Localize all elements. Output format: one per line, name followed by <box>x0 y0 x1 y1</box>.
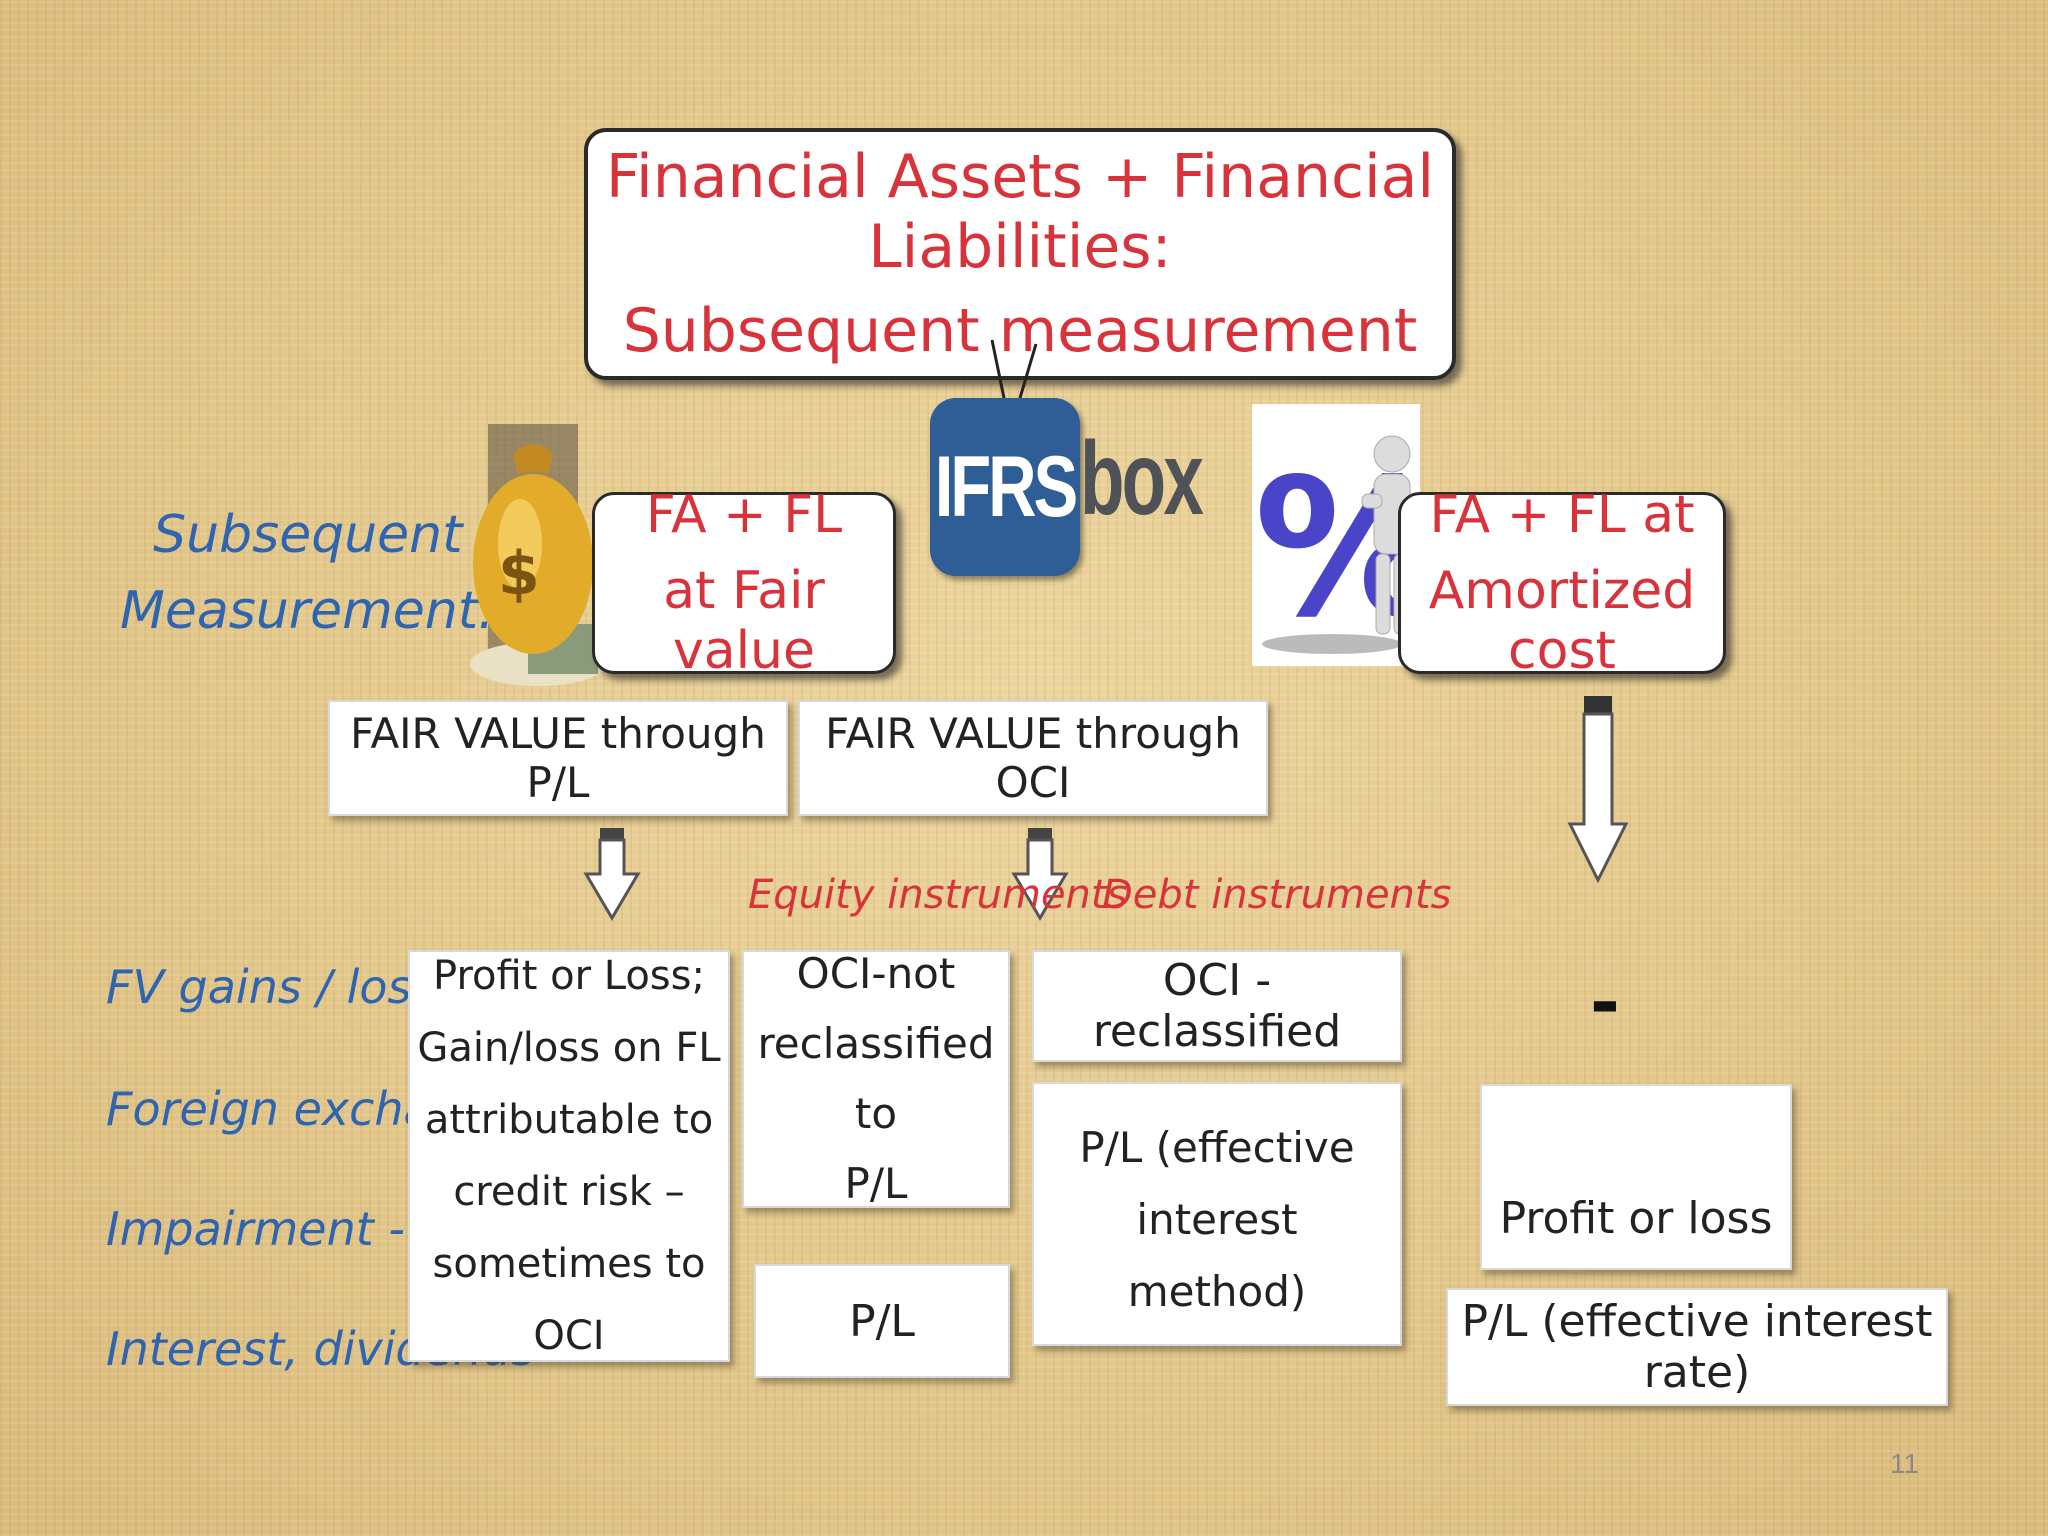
amortized-dash: - <box>1590 960 1620 1044</box>
amortized-cost-category-box: FA + FL at Amortized cost <box>1398 485 1726 681</box>
title-line-2: Subsequent measurement <box>622 296 1418 366</box>
subsequent-label-line-1: Subsequent <box>153 505 463 565</box>
fvpl-result-cell: Profit or Loss; Gain/loss on FL attribut… <box>408 950 730 1362</box>
arrow-down-fvpl <box>583 828 641 921</box>
percent-figure-icon: % <box>1252 404 1444 666</box>
fvpl-result-line-5: sometimes to OCI <box>432 1241 706 1359</box>
ifrs-logo-box-text: box <box>1080 421 1204 537</box>
debt-pl-cell: P/L (effective interest method) <box>1032 1082 1402 1346</box>
amortized-eir-cell: P/L (effective interest rate) <box>1446 1288 1948 1406</box>
equity-oci-cell: OCI-not reclassified to P/L <box>742 949 1010 1208</box>
fvoci-label: FAIR VALUE through OCI <box>825 709 1241 807</box>
debt-pl-line-2: method) <box>1127 1267 1307 1316</box>
fair-value-line-2: at Fair value <box>663 561 825 681</box>
fvpl-result-line-3: attributable to <box>424 1097 714 1143</box>
amortized-eir-label: P/L (effective interest rate) <box>1461 1296 1933 1398</box>
equity-oci-line-2: reclassified to <box>757 1019 995 1138</box>
page-number: 11 <box>1890 1448 1920 1479</box>
arrow-down-fvoci <box>1011 828 1069 921</box>
debt-oci-cell: OCI - reclassified <box>1032 950 1402 1062</box>
fvpl-result-line-4: credit risk – <box>453 1169 685 1215</box>
fvpl-result-line-1: Profit or Loss; <box>433 953 705 999</box>
amortized-pl-cell: Profit or loss <box>1480 1084 1792 1270</box>
fair-value-line-1: FA + FL <box>645 485 843 545</box>
debt-oci-label: OCI - reclassified <box>1092 955 1342 1057</box>
amortized-line-2: Amortized cost <box>1428 561 1696 681</box>
equity-pl-label: P/L <box>849 1295 915 1347</box>
subsequent-measurement-label: Subsequent Measurement: <box>120 505 496 641</box>
fvpl-box: FAIR VALUE through P/L <box>328 700 788 816</box>
subsequent-label-line-2: Measurement: <box>120 581 496 641</box>
equity-oci-line-3: P/L <box>844 1159 908 1208</box>
title-line-1: Financial Assets + Financial Liabilities… <box>605 142 1435 282</box>
debt-pl-line-1: P/L (effective interest <box>1079 1123 1355 1244</box>
equity-pl-cell: P/L <box>754 1264 1010 1378</box>
fvpl-result-line-2: Gain/loss on FL <box>417 1025 721 1071</box>
fair-value-category-box: FA + FL at Fair value <box>592 485 896 681</box>
equity-oci-line-1: OCI-not <box>796 949 956 998</box>
money-bag-icon: $ <box>470 424 606 686</box>
fvoci-box: FAIR VALUE through OCI <box>798 700 1268 816</box>
arrow-down-amortized <box>1567 696 1629 884</box>
amortized-line-1: FA + FL at <box>1429 485 1695 545</box>
amortized-pl-label: Profit or loss <box>1499 1193 1773 1244</box>
fvpl-label: FAIR VALUE through P/L <box>350 709 766 807</box>
title-box: Financial Assets + Financial Liabilities… <box>584 128 1456 380</box>
ifrs-logo-antenna <box>990 339 1038 399</box>
equity-instruments-label: Equity instruments <box>748 872 1128 918</box>
ifrs-logo-text: IFRS <box>934 438 1078 535</box>
svg-text:$: $ <box>498 539 540 609</box>
ifrs-logo: IFRS <box>930 398 1080 576</box>
debt-instruments-label: Debt instruments <box>1102 872 1452 918</box>
